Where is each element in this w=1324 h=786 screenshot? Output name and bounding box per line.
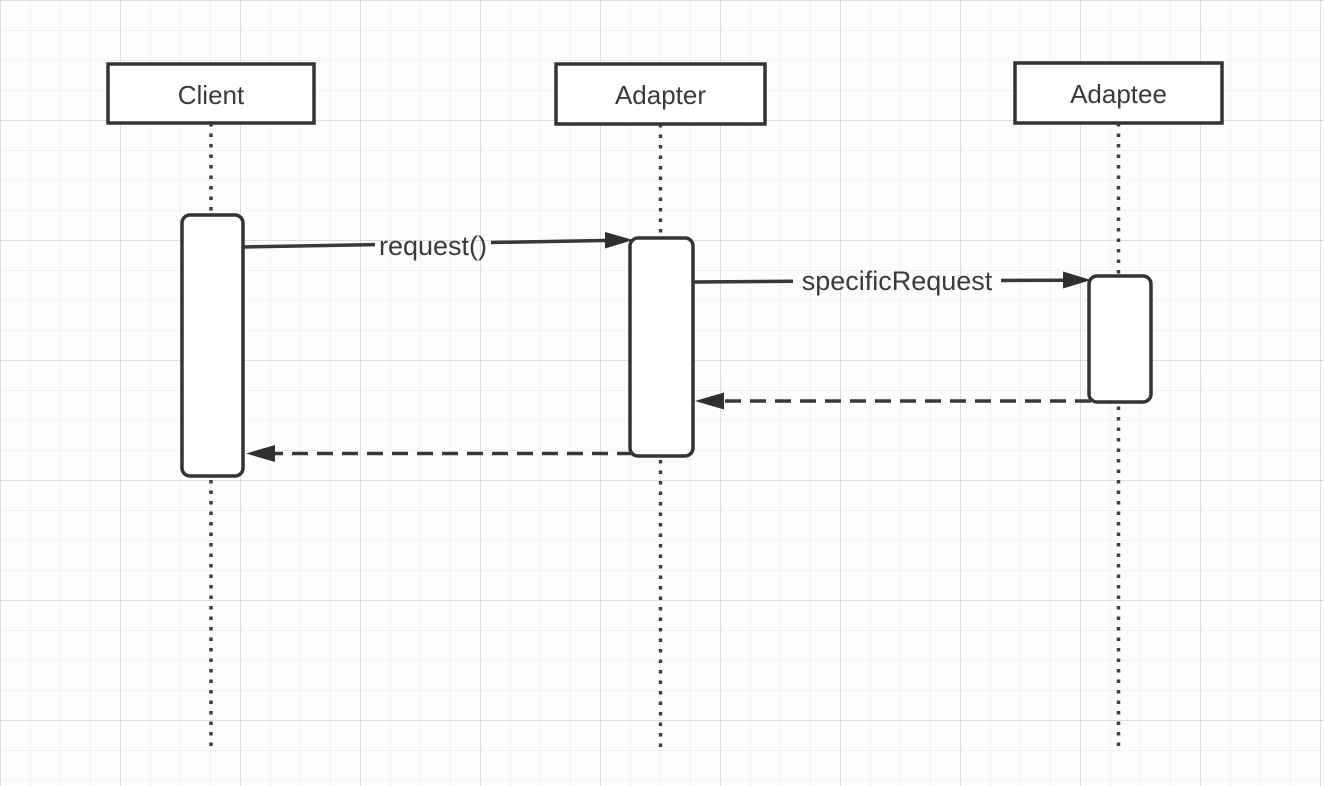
- actor-adapter[interactable]: Adapter: [554, 62, 767, 126]
- message-specific-request[interactable]: specificRequest: [692, 266, 1091, 296]
- message-request-arrowhead-icon: [605, 232, 633, 249]
- message-request[interactable]: request(): [242, 231, 633, 261]
- actor-box-adapter[interactable]: [554, 62, 767, 126]
- message-return-adapter-to-client[interactable]: [246, 445, 633, 462]
- actor-label-client: Client: [178, 80, 245, 110]
- message-request-line-right[interactable]: [490, 238, 611, 245]
- actor-label-adaptee: Adaptee: [1070, 79, 1167, 109]
- actor-adaptee[interactable]: Adaptee: [1013, 61, 1224, 125]
- actor-box-adaptee[interactable]: [1013, 61, 1224, 125]
- message-specific-request-label[interactable]: specificRequest: [802, 266, 993, 296]
- activation-adaptee[interactable]: [1087, 274, 1153, 404]
- message-specific-request-line-left[interactable]: [692, 279, 794, 284]
- activation-adapter[interactable]: [628, 236, 695, 458]
- actor-client[interactable]: Client: [106, 62, 316, 125]
- return-arrowhead-adapter-icon: [695, 392, 724, 410]
- message-request-label[interactable]: request(): [379, 231, 487, 261]
- message-request-line-left[interactable]: [242, 242, 376, 249]
- return-arrowhead-client-icon: [246, 445, 275, 462]
- activation-client[interactable]: [180, 213, 245, 478]
- message-specific-request-arrowhead-icon: [1063, 271, 1091, 289]
- actor-box-client[interactable]: [106, 62, 316, 125]
- message-return-adaptee-to-adapter[interactable]: [695, 392, 1091, 410]
- actor-label-adapter: Adapter: [615, 80, 706, 110]
